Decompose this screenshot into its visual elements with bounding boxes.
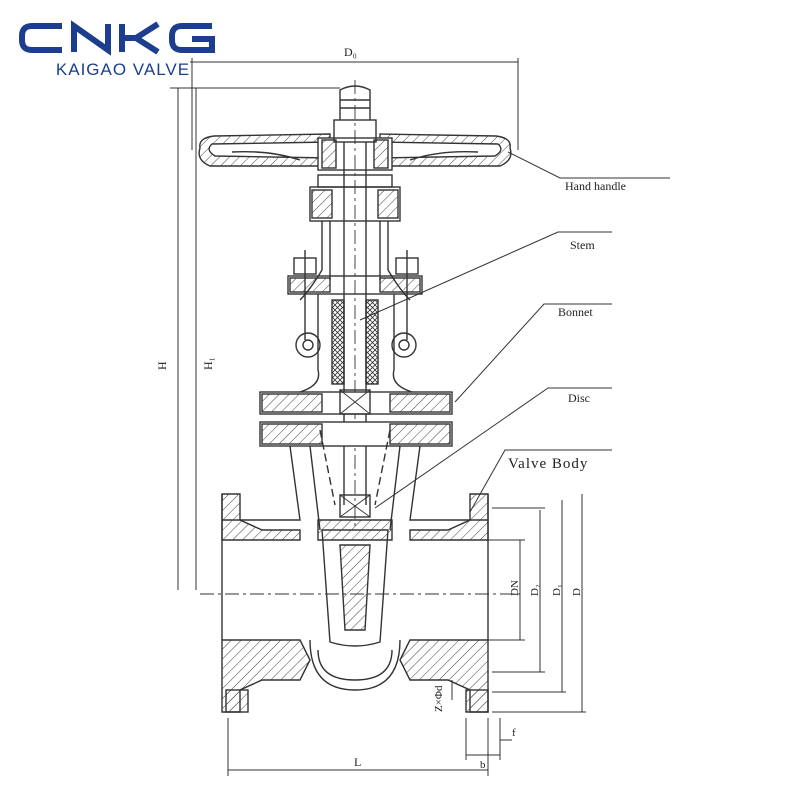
gland-bolts xyxy=(287,250,423,340)
label-bonnet: Bonnet xyxy=(558,305,593,319)
bonnet-flange xyxy=(259,389,453,447)
callout-leaders xyxy=(359,151,670,513)
dimension-lines xyxy=(170,58,586,776)
dim-z-phi-d: Z×Φd xyxy=(433,685,445,712)
dim-d: D xyxy=(571,588,583,596)
dim-l: L xyxy=(354,755,361,769)
dim-d1: D₁ xyxy=(551,584,563,596)
dim-b: b xyxy=(480,759,486,771)
valve-body xyxy=(200,493,520,713)
gate-disc xyxy=(317,494,393,647)
dim-h1: H₁ xyxy=(201,357,215,370)
cnkg-logo-mark xyxy=(19,20,215,56)
brand-logo: KAIGAO VALVE xyxy=(18,20,228,79)
hand-wheel xyxy=(198,133,512,171)
label-valve-body: Valve Body xyxy=(508,456,588,472)
label-stem: Stem xyxy=(570,238,595,252)
dim-d2: D₂ xyxy=(529,584,541,596)
label-hand-handle: Hand handle xyxy=(565,179,626,193)
eye-bolts xyxy=(295,332,417,358)
dim-f: f xyxy=(512,727,516,739)
dim-h: H xyxy=(155,361,169,370)
brand-subtitle: KAIGAO VALVE xyxy=(55,60,191,79)
body-neck xyxy=(222,429,488,531)
packing-box xyxy=(299,294,413,393)
dim-dn: DN xyxy=(509,580,521,596)
dim-d0: D₀ xyxy=(344,45,357,59)
label-disc: Disc xyxy=(568,391,590,405)
